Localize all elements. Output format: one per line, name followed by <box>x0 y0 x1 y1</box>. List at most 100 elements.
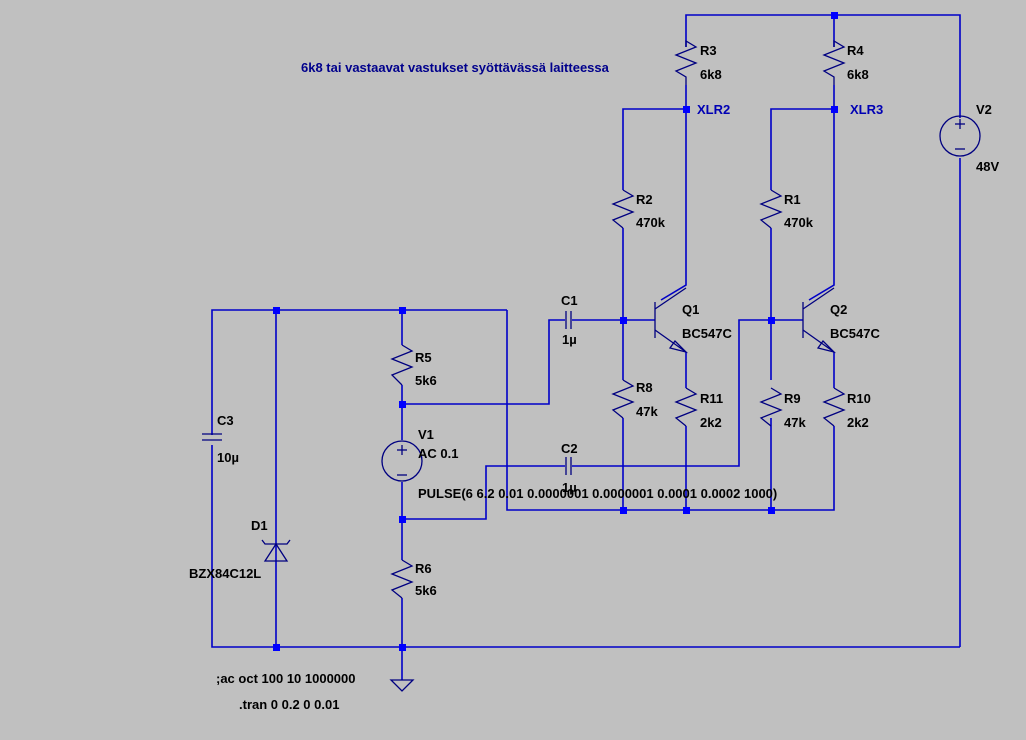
resistor-symbol <box>611 379 635 419</box>
r9-name: R9 <box>784 391 801 406</box>
junction <box>399 644 406 651</box>
c3-value: 10µ <box>217 450 239 465</box>
capacitor-c2[interactable] <box>565 457 572 475</box>
resistor-r10[interactable] <box>822 387 846 427</box>
junction <box>831 12 838 19</box>
zener-bar <box>261 539 291 545</box>
junction <box>620 317 627 324</box>
net-label-xlr2[interactable]: XLR2 <box>697 102 730 117</box>
wire-r10-bottom[interactable] <box>506 310 835 511</box>
c2-value: 1µ <box>562 480 577 495</box>
c2-name: C2 <box>561 441 578 456</box>
r2-name: R2 <box>636 192 653 207</box>
resistor-r11[interactable] <box>674 387 698 427</box>
wire-r2-top[interactable] <box>622 108 686 190</box>
wires <box>211 14 961 680</box>
r11-value: 2k2 <box>700 415 722 430</box>
ac-directive[interactable]: ;ac oct 100 10 1000000 <box>216 671 356 686</box>
r10-value: 2k2 <box>847 415 869 430</box>
resistor-r2[interactable] <box>611 189 635 229</box>
resistor-symbol <box>390 559 414 599</box>
transistor-q1[interactable] <box>654 287 689 354</box>
junctions <box>273 12 838 651</box>
wire-c2-left[interactable] <box>402 465 565 520</box>
junction <box>768 507 775 514</box>
r3-name: R3 <box>700 43 717 58</box>
wire-xlr2[interactable] <box>660 85 687 301</box>
wire-r1-top[interactable] <box>770 108 834 190</box>
resistor-r9[interactable] <box>759 387 783 427</box>
r8-value: 47k <box>636 404 658 419</box>
r5-value: 5k6 <box>415 373 437 388</box>
r1-name: R1 <box>784 192 801 207</box>
junction <box>399 307 406 314</box>
v1-name: V1 <box>418 427 434 442</box>
r3-value: 6k8 <box>700 67 722 82</box>
tran-directive[interactable]: .tran 0 0.2 0 0.01 <box>239 697 339 712</box>
transistor-emitter <box>802 329 835 353</box>
c1-value: 1µ <box>562 332 577 347</box>
resistor-r4[interactable] <box>822 39 846 85</box>
capacitor-c1[interactable] <box>565 311 572 329</box>
r11-name: R11 <box>700 391 723 406</box>
schematic-comment[interactable]: 6k8 tai vastaavat vastukset syöttävässä … <box>301 60 610 75</box>
q2-value: BC547C <box>830 326 880 341</box>
v1-pulse-value: PULSE(6 6.2 0.01 0.0000001 0.0000001 0.0… <box>418 486 777 501</box>
junction <box>683 507 690 514</box>
resistor-r8[interactable] <box>611 379 635 419</box>
voltage-source-v2[interactable] <box>939 115 981 157</box>
q1-value: BC547C <box>682 326 732 341</box>
resistor-symbol <box>674 387 698 427</box>
r6-value: 5k6 <box>415 583 437 598</box>
transistor-collector <box>654 287 687 310</box>
junction <box>831 106 838 113</box>
wire-top-rail[interactable] <box>685 14 961 118</box>
r8-name: R8 <box>636 380 653 395</box>
junction <box>399 401 406 408</box>
q1-name: Q1 <box>682 302 699 317</box>
wire-c1-left[interactable] <box>402 319 565 405</box>
junction <box>399 516 406 523</box>
source-circle <box>939 115 981 157</box>
wire-xlr3[interactable] <box>808 85 835 301</box>
r9-value: 47k <box>784 415 806 430</box>
voltage-source-v1[interactable] <box>381 440 423 482</box>
resistor-symbol <box>390 344 414 386</box>
junction <box>620 507 627 514</box>
resistor-r3[interactable] <box>674 39 698 85</box>
junction <box>768 317 775 324</box>
v1-value: AC 0.1 <box>418 446 458 461</box>
zener-diode-d1[interactable] <box>261 539 291 562</box>
r5-name: R5 <box>415 350 432 365</box>
d1-value: BZX84C12L <box>189 566 261 581</box>
resistor-symbol <box>759 387 783 427</box>
c1-name: C1 <box>561 293 578 308</box>
junction <box>273 644 280 651</box>
v2-value: 48V <box>976 159 999 174</box>
v2-name: V2 <box>976 102 992 117</box>
r6-name: R6 <box>415 561 432 576</box>
net-label-xlr3[interactable]: XLR3 <box>850 102 883 117</box>
transistor-collector <box>802 287 835 310</box>
ground-icon[interactable] <box>389 679 415 692</box>
diode-triangle-icon <box>263 542 289 562</box>
transistor-q2[interactable] <box>802 287 837 354</box>
source-circle <box>381 440 423 482</box>
capacitor-c3[interactable] <box>202 433 222 441</box>
junction <box>273 307 280 314</box>
emitter-arrow-icon <box>816 339 837 354</box>
transistor-emitter <box>654 329 687 353</box>
junction <box>683 106 690 113</box>
resistor-symbol <box>674 39 698 85</box>
resistor-r6[interactable] <box>390 559 414 599</box>
resistor-r1[interactable] <box>759 189 783 229</box>
resistor-symbol <box>611 189 635 229</box>
wire-ground-rail[interactable] <box>211 445 960 648</box>
wire-input-top[interactable] <box>211 309 507 435</box>
wire-c2-right[interactable] <box>572 319 771 467</box>
resistor-r5[interactable] <box>390 344 414 386</box>
r4-name: R4 <box>847 43 864 58</box>
r2-value: 470k <box>636 215 666 230</box>
r10-name: R10 <box>847 391 871 406</box>
